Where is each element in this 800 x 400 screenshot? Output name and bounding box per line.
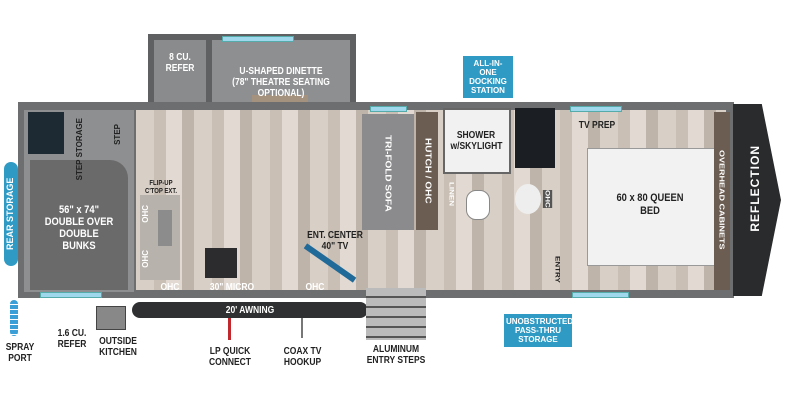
ohc-label-5: OHC [542, 190, 553, 208]
shelves [28, 112, 64, 154]
entry-label: ENTRY [553, 256, 562, 283]
spray-label: SPRAY PORT [5, 342, 35, 364]
spray-hose [10, 300, 18, 336]
trifold-label: TRI-FOLD SOFA [382, 135, 393, 212]
window [572, 292, 629, 298]
ohc-label-4: OHC [305, 282, 325, 293]
ohc-label-1: OHC [141, 205, 150, 223]
window [222, 36, 294, 42]
lp-connector [228, 318, 231, 340]
queen-bed [587, 148, 715, 266]
rear-storage-badge: REAR STORAGE [4, 162, 18, 266]
steps-label: ALUMINUM ENTRY STEPS [366, 344, 426, 366]
tv-prep-label: TV PREP [578, 120, 616, 131]
brand-label: REFLECTION [748, 145, 762, 232]
outside-kitchen-label: OUTSIDE KITCHEN [99, 336, 137, 358]
toilet [466, 190, 490, 220]
window [370, 106, 407, 112]
sink [158, 210, 172, 246]
docking-station-badge: ALL-IN-ONE DOCKING STATION [463, 56, 513, 98]
bunk [30, 160, 128, 290]
entry-steps [366, 288, 426, 340]
shower-label: SHOWER w/SKYLIGHT [450, 130, 503, 152]
micro-label: 30" MICRO [209, 282, 255, 293]
bath-sink [515, 184, 541, 214]
step-label: STEP [113, 124, 122, 145]
window [570, 106, 622, 112]
window [40, 292, 102, 298]
hutch-label: HUTCH / OHC [422, 138, 433, 204]
bunks-label: 56" x 74" DOUBLE OVER DOUBLE BUNKS [44, 204, 114, 252]
awning-label: 20' AWNING [225, 305, 275, 316]
ent-center-label: ENT. CENTER 40" TV [307, 230, 363, 252]
step-storage-label: STEP STORAGE [75, 118, 84, 181]
sofa [362, 114, 414, 230]
lp-label: LP QUICK CONNECT [208, 346, 252, 368]
refer-16-label: 1.6 CU. REFER [57, 328, 87, 350]
overhead-cabinets [714, 112, 730, 290]
refer-8 [154, 40, 206, 102]
ohc-label-2: OHC [141, 250, 150, 268]
overhead-label: OVERHEAD CABINETS [717, 150, 727, 250]
closet [515, 108, 555, 168]
refer-8-label: 8 CU. REFER [165, 52, 195, 74]
stove [205, 248, 237, 278]
ohc-label-3: OHC [160, 282, 180, 293]
outside-kitchen [96, 306, 126, 330]
flipup-label: FLIP-UP C'TOP EXT. [145, 180, 177, 195]
linen-label: LINEN [447, 182, 456, 206]
dinette-label: U-SHAPED DINETTE (78" THEATRE SEATING OP… [232, 66, 330, 99]
shower [443, 108, 511, 174]
awning [132, 302, 368, 318]
coax-connector [301, 318, 303, 338]
hutch [416, 112, 438, 230]
coax-label: COAX TV HOOKUP [283, 346, 322, 368]
queen-label: 60 x 80 QUEEN BED [616, 192, 684, 217]
passthru-badge: UNOBSTRUCTED PASS-THRU STORAGE [504, 314, 573, 347]
